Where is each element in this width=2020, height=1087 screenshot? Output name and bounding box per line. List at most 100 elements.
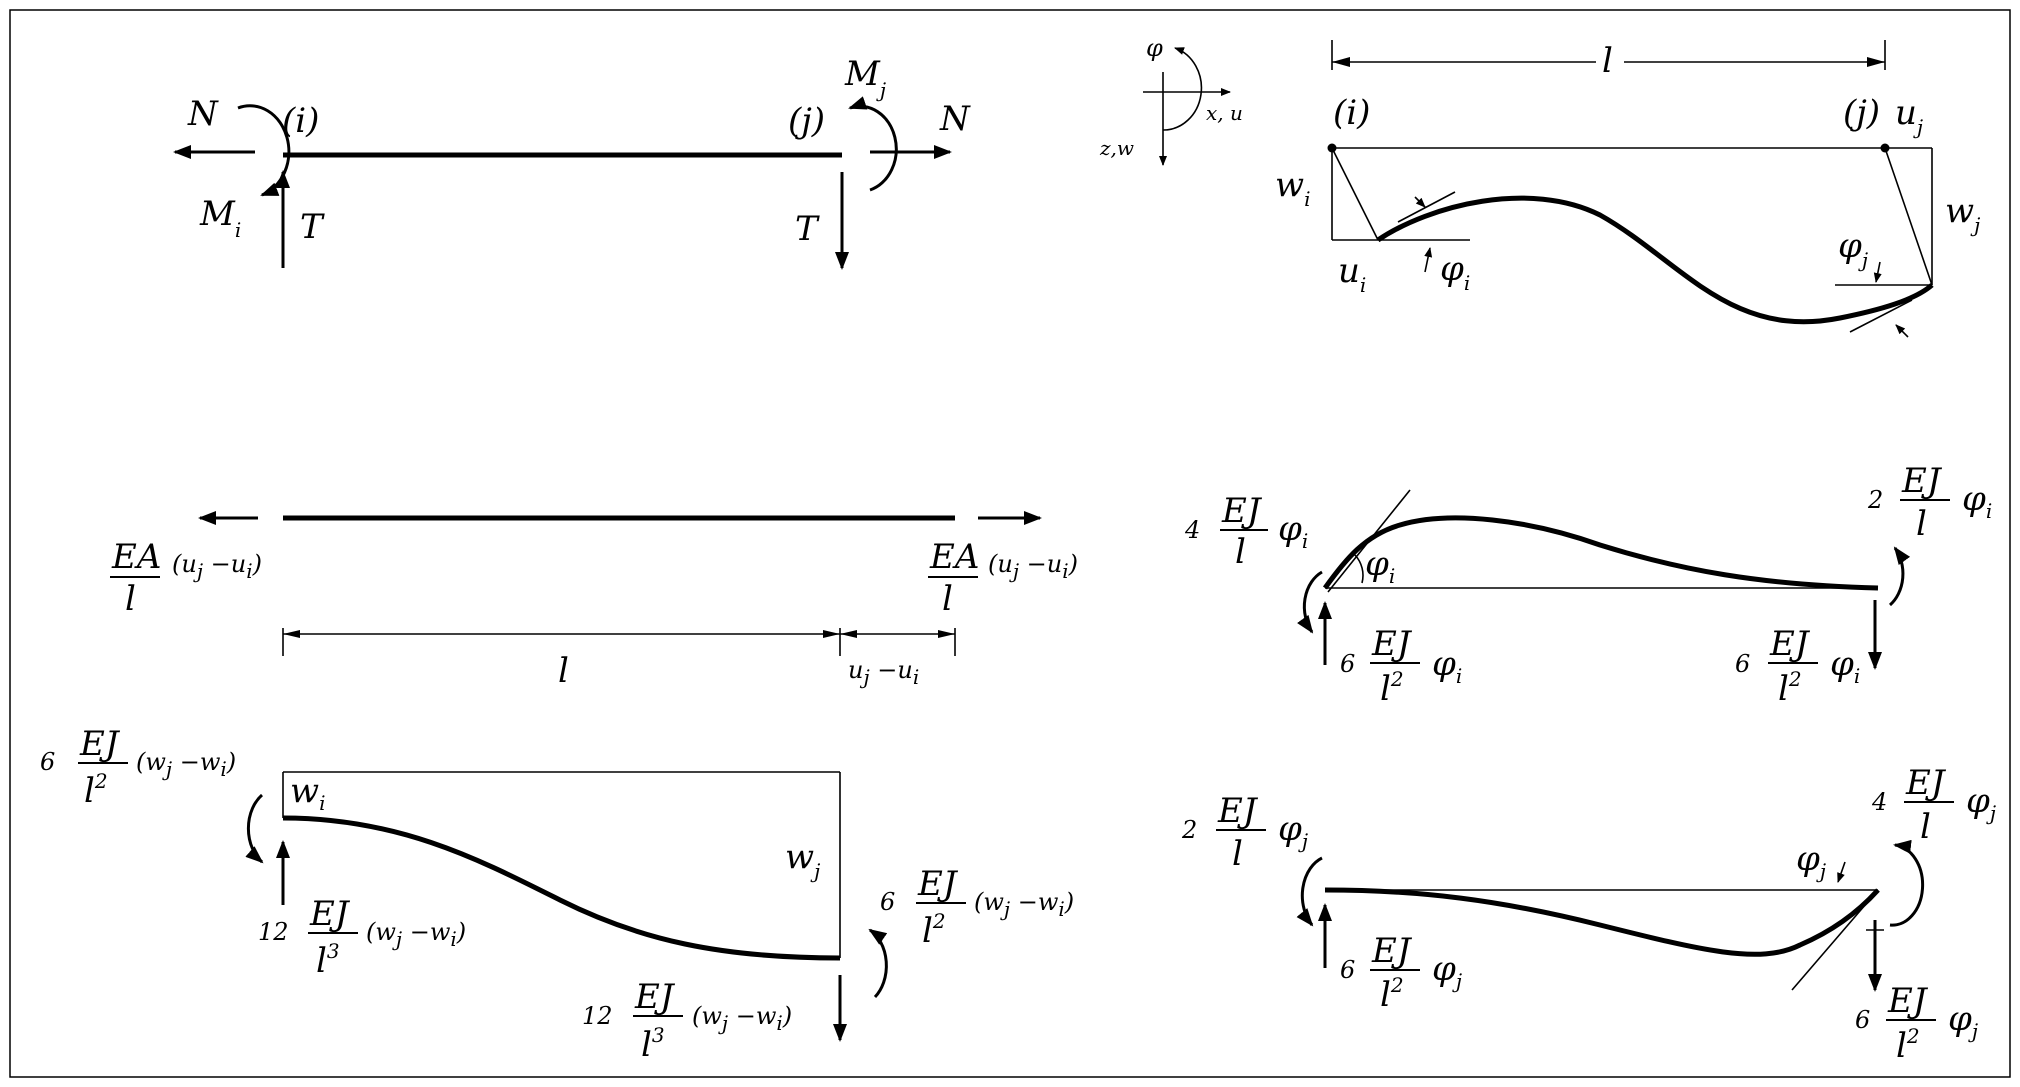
label-dim-l: l bbox=[558, 651, 569, 691]
label-axis-z: z,w bbox=[1099, 136, 1134, 160]
label-w-i: wi bbox=[1275, 165, 1311, 211]
svg-text:l2: l2 bbox=[922, 909, 946, 951]
deformed-beam-f bbox=[1324, 887, 1880, 957]
formula-6ej-l2-w-right: 6 EJ l2 (wj −wi) bbox=[880, 864, 1074, 951]
svg-text:φi: φi bbox=[1962, 479, 1992, 523]
svg-text:(wj −wi): (wj −wi) bbox=[692, 1002, 792, 1035]
label-phi-j-angle: φj bbox=[1796, 839, 1826, 883]
formula-6ej-l2-phi-i-right: 6 EJ l2 φi bbox=[1735, 624, 1860, 709]
angle-i-mark-lower bbox=[1424, 247, 1433, 273]
svg-text:(uj −ui): (uj −ui) bbox=[172, 550, 262, 583]
formula-6ej-l2-phi-j-left: 6 EJ l2 φj bbox=[1340, 931, 1462, 1015]
svg-text:l3: l3 bbox=[641, 1023, 665, 1065]
svg-text:l2: l2 bbox=[1380, 973, 1404, 1015]
svg-text:EJ: EJ bbox=[1371, 931, 1413, 971]
label-node-j: (j) bbox=[788, 101, 825, 141]
label-dim-extension: uj −ui bbox=[848, 656, 919, 689]
axial-formula-left: EA l (uj −ui) bbox=[110, 537, 262, 619]
svg-text:φi: φi bbox=[1278, 509, 1308, 553]
svg-text:12: 12 bbox=[582, 1002, 613, 1030]
formula-4ej-l-phi-j: 4 EJ l φj bbox=[1871, 763, 1996, 847]
moment-arc-left-e bbox=[245, 793, 264, 864]
svg-text:12: 12 bbox=[258, 918, 289, 946]
dim-arrow bbox=[283, 630, 300, 638]
formula-12ej-l3-w-left: 12 EJ l3 (wj −wi) bbox=[258, 894, 466, 981]
ref-chord-left bbox=[1331, 147, 1379, 241]
deformed-beam-d bbox=[1322, 515, 1879, 591]
svg-text:EJ: EJ bbox=[1371, 624, 1413, 664]
formula-12ej-l3-w-right: 12 EJ l3 (wj −wi) bbox=[582, 977, 792, 1065]
svg-text:4: 4 bbox=[1871, 788, 1887, 816]
svg-text:(uj −ui): (uj −ui) bbox=[988, 550, 1078, 583]
formula-6ej-l2-w-left: 6 EJ l2 (wj −wi) bbox=[40, 724, 236, 811]
label-phi-i-angle: φi bbox=[1365, 544, 1395, 588]
dim-arrow bbox=[823, 630, 840, 638]
angle-j-mark-lower bbox=[1895, 324, 1909, 338]
label-m-j: Mj bbox=[844, 54, 886, 102]
svg-text:φi: φi bbox=[1432, 644, 1462, 688]
ref-chord-right bbox=[1884, 147, 1933, 286]
svg-text:l: l bbox=[942, 579, 953, 619]
label-phi-i-b: φi bbox=[1440, 249, 1470, 295]
formula-4ej-l-phi-i: 4 EJ l φi bbox=[1184, 491, 1308, 572]
svg-text:φj: φj bbox=[1966, 781, 1996, 825]
svg-text:EA: EA bbox=[929, 537, 979, 577]
svg-text:6: 6 bbox=[1340, 650, 1355, 678]
label-node-j-b: (j) bbox=[1843, 93, 1880, 133]
formula-2ej-l-phi-i: 2 EJ l φi bbox=[1867, 461, 1992, 544]
moment-j-arc bbox=[848, 96, 898, 192]
label-axis-phi: φ bbox=[1146, 34, 1163, 62]
svg-text:EJ: EJ bbox=[917, 864, 959, 904]
svg-text:EJ: EJ bbox=[79, 724, 121, 764]
label-length-l: l bbox=[1602, 41, 1613, 81]
svg-text:φj: φj bbox=[1948, 999, 1978, 1043]
dim-l-arrow-left bbox=[1332, 57, 1350, 67]
svg-text:φj: φj bbox=[1432, 949, 1462, 993]
label-phi-j-b: φj bbox=[1838, 226, 1868, 272]
label-t-right: T bbox=[795, 209, 820, 249]
formula-2ej-l-phi-j: 2 EJ l φj bbox=[1181, 791, 1308, 874]
svg-text:EJ: EJ bbox=[1901, 461, 1943, 501]
svg-text:l: l bbox=[1232, 834, 1243, 874]
axial-formula-right: EA l (uj −ui) bbox=[928, 537, 1078, 619]
formula-6ej-l2-phi-i-left: 6 EJ l2 φi bbox=[1340, 624, 1462, 709]
label-u-j: uj bbox=[1895, 93, 1923, 139]
svg-text:EJ: EJ bbox=[1905, 763, 1947, 803]
moment-arc-right bbox=[1888, 546, 1911, 607]
dim-l-arrow-right bbox=[1867, 57, 1885, 67]
outer-frame bbox=[9, 9, 2011, 1078]
svg-text:6: 6 bbox=[40, 748, 55, 776]
label-w-j: wj bbox=[1945, 191, 1980, 237]
svg-text:6: 6 bbox=[1855, 1006, 1870, 1034]
svg-text:2: 2 bbox=[1181, 816, 1197, 844]
panel-axial: EA l (uj −ui) EA l (uj −ui) l uj −ui bbox=[110, 511, 1078, 691]
deformed-beam-b bbox=[1376, 195, 1934, 325]
svg-text:φi: φi bbox=[1830, 644, 1860, 688]
panel-end-forces: N N (i) (j) Mi Mj T T bbox=[173, 54, 971, 270]
angle-phi-i-arc bbox=[1354, 554, 1364, 584]
svg-text:EJ: EJ bbox=[309, 894, 351, 934]
svg-text:l: l bbox=[1916, 504, 1927, 544]
moment-arc-right-e bbox=[868, 928, 888, 999]
svg-text:l2: l2 bbox=[1778, 667, 1802, 709]
moment-arc-right-f bbox=[1889, 839, 1925, 927]
svg-text:(wj −wi): (wj −wi) bbox=[136, 748, 236, 781]
moment-arc-left bbox=[1297, 570, 1323, 634]
label-n-right: N bbox=[939, 99, 971, 139]
node-i-dot bbox=[1327, 143, 1337, 153]
label-axis-x: x, u bbox=[1206, 101, 1243, 125]
label-node-i: (i) bbox=[282, 101, 319, 141]
label-w-j-e: wj bbox=[785, 837, 820, 883]
label-m-i: Mi bbox=[199, 194, 241, 242]
svg-text:EJ: EJ bbox=[1887, 981, 1929, 1021]
svg-text:2: 2 bbox=[1867, 486, 1883, 514]
svg-text:EA: EA bbox=[111, 537, 161, 577]
node-j-dot bbox=[1880, 143, 1890, 153]
svg-text:EJ: EJ bbox=[1769, 624, 1811, 664]
formula-6ej-l2-phi-j-right: 6 EJ l2 φj bbox=[1855, 981, 1978, 1066]
svg-text:EJ: EJ bbox=[634, 977, 676, 1017]
svg-text:l: l bbox=[1920, 807, 1931, 847]
moment-arc-left-f bbox=[1296, 856, 1323, 927]
svg-text:l2: l2 bbox=[1380, 667, 1404, 709]
